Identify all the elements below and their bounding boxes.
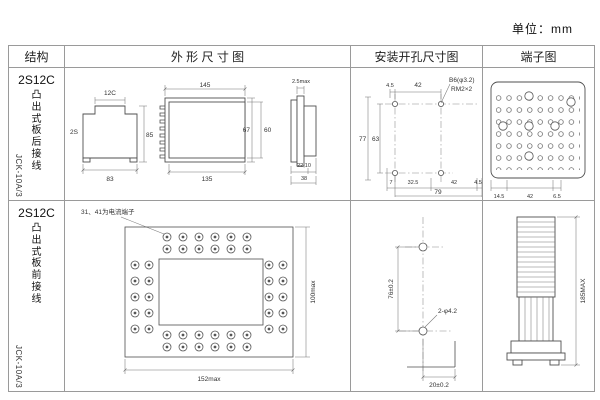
dim-14-5: 14.5	[494, 194, 505, 200]
structure-cell-front: 2S12C 凸出式板前接线 JCK-10A/3	[9, 201, 65, 391]
dim-20: 20±0.2	[429, 382, 449, 389]
dim-2s: 2S	[70, 129, 79, 136]
dim-22-10: 22,10	[297, 163, 311, 169]
dim-76: 76±0.2	[388, 279, 395, 299]
install-drawing-rear: 4.5 42 B6(φ3.2) RM2×2 77 63 7 32.5 42 4.…	[359, 77, 482, 197]
dimension-table: 结构 外 形 尺 寸 图 安装开孔尺寸图 端子图 2S12C 凸出式板后接线 J…	[8, 45, 595, 392]
dim-135: 135	[202, 176, 213, 183]
dim-67: 67	[243, 127, 251, 134]
dim-85: 85	[146, 132, 154, 139]
structure-cell-rear: 2S12C 凸出式板后接线 JCK-10A/3	[9, 68, 65, 201]
unit-label: 单位：mm	[512, 22, 573, 36]
dim-83: 83	[106, 176, 114, 183]
dim-2-5max: 2.5max	[292, 79, 310, 85]
terminal-drawing-front: 185MAX	[506, 215, 587, 367]
terminal-cell-rear: 14.5 42 6.5	[483, 68, 594, 201]
model-code-label: JCK-10A/3	[14, 344, 23, 388]
install-cell-rear: 4.5 42 B6(φ3.2) RM2×2 77 63 7 32.5 42 4.…	[351, 68, 483, 201]
hole-spec-label: B6(φ3.2)	[449, 77, 475, 84]
dim-100max: 100max	[310, 280, 317, 304]
hole-spec-label: 2-φ4.2	[438, 308, 457, 315]
model-code-label: JCK-10A/3	[14, 153, 23, 197]
outline-cell-front: 31、41为电流端子 152max 100max	[65, 201, 351, 391]
dim-185max: 185MAX	[580, 278, 587, 304]
dim-152max: 152max	[197, 376, 221, 383]
dim-145: 145	[200, 82, 211, 89]
terminal-drawing-rear: 14.5 42 6.5	[490, 81, 586, 200]
side-view-drawing: 2.5max 22,10 38	[290, 79, 317, 185]
dim-4-5-top: 4.5	[386, 83, 394, 89]
model-label: 2S12C	[18, 206, 55, 220]
install-drawing-front: 76±0.2 2-φ4.2 20±0.2	[388, 217, 457, 389]
dim-7: 7	[389, 180, 392, 186]
current-terminal-note: 31、41为电流端子	[81, 207, 135, 216]
dim-38: 38	[301, 176, 307, 182]
model-label: 2S12C	[18, 73, 55, 87]
dim-12c: 12C	[104, 90, 116, 97]
dim-60: 60	[264, 127, 272, 134]
install-cell-front: 76±0.2 2-φ4.2 20±0.2	[351, 201, 483, 391]
plan-view-drawing: 12C 2S 83 85	[70, 90, 154, 183]
outline-cell-rear: 12C 2S 83 85 145 135 67 60	[65, 68, 351, 201]
header-outline: 外 形 尺 寸 图	[65, 46, 351, 68]
dim-42-top: 42	[414, 82, 422, 89]
outline-drawing-rear: 12C 2S 83 85 145 135 67 60	[70, 79, 317, 185]
dim-42-bottom: 42	[451, 180, 457, 186]
header-terminal: 端子图	[483, 46, 594, 68]
dim-6-5: 6.5	[553, 194, 561, 200]
header-install: 安装开孔尺寸图	[351, 46, 483, 68]
header-structure: 结构	[9, 46, 65, 68]
mounting-type-label: 凸出式板后接线	[31, 90, 42, 172]
terminal-cell-front: 185MAX	[483, 201, 594, 391]
dim-4-5-bottom: 4.5	[474, 180, 482, 186]
screw-spec-label: RM2×2	[451, 86, 473, 93]
dim-32-5: 32.5	[408, 180, 419, 186]
front-view-drawing: 145 135 67 60	[159, 82, 272, 183]
dim-77: 77	[359, 136, 367, 143]
terminal-screws	[130, 232, 288, 352]
mounting-type-label: 凸出式板前接线	[31, 223, 42, 305]
dim-79: 79	[434, 189, 442, 196]
dim-63: 63	[372, 136, 380, 143]
dim-42-terminal: 42	[527, 194, 533, 200]
outline-drawing-front: 31、41为电流端子 152max 100max	[81, 207, 317, 383]
terminal-dot-grid	[496, 90, 580, 170]
